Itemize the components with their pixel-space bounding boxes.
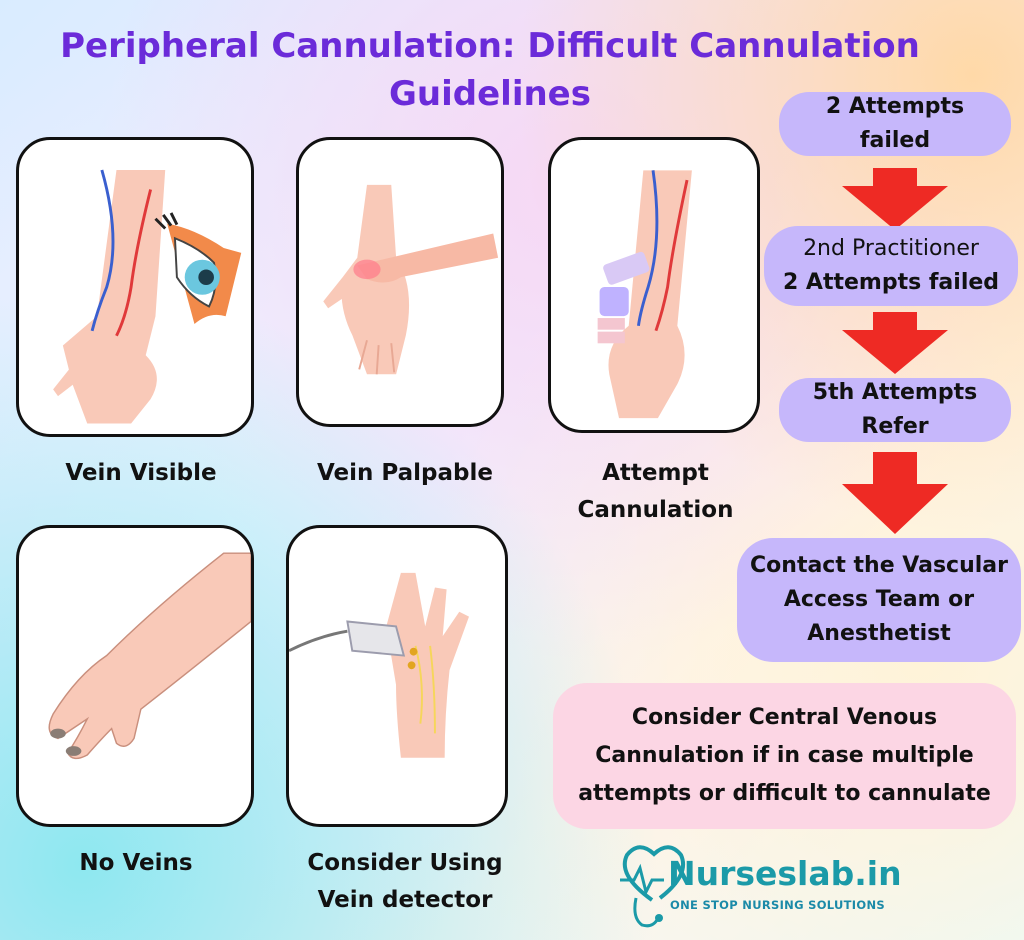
vein-visible-card [16,137,254,437]
flow-step-3: 5th Attempts Refer [779,378,1011,442]
vein-palpable-card [296,137,504,427]
vein-palpable-label: Vein Palpable [317,460,493,486]
attempt-cannulation-label: Attempt Cannulation [577,460,734,523]
hand-without-veins-illustration [48,552,251,760]
logo-name: Nurseslab.in [668,854,902,893]
flow-step-3-text: 5th Attempts Refer [812,380,978,439]
flow-arrow-3 [842,452,948,534]
arm-with-eye-illustration [53,169,242,424]
flow-step-4: Contact the Vascular Access Team or Anes… [737,538,1021,662]
flow-step-2-line1: 2nd Practitioner [803,236,979,261]
cannula-in-arm-illustration [597,170,692,419]
flow-arrow-1 [842,168,948,230]
flow-step-1: 2 Attempts failed [779,92,1011,156]
attempt-cannulation-card [548,137,760,433]
logo-tagline: ONE STOP NURSING SOLUTIONS [670,898,885,912]
central-venous-note-text: Consider Central Venous Cannulation if i… [578,705,991,806]
vein-detector-card [286,525,508,827]
nurseslab-logo-icon [620,845,686,928]
vein-visible-label: Vein Visible [65,460,217,486]
no-veins-label: No Veins [79,850,193,876]
flow-arrow-2 [842,312,948,374]
ultrasound-probe-on-hand-illustration [289,572,469,758]
flow-step-1-text: 2 Attempts failed [825,94,965,153]
central-venous-note: Consider Central Venous Cannulation if i… [553,683,1016,829]
vein-detector-label: Consider Using Vein detector [307,850,503,913]
flow-step-2: 2nd Practitioner 2 Attempts failed [764,226,1018,306]
palpating-wrist-illustration [323,184,499,375]
no-veins-card [16,525,254,827]
page-title: Peripheral Cannulation: Difficult Cannul… [60,26,920,114]
flow-step-2-line2: 2 Attempts failed [782,270,1000,295]
flow-step-4-text: Contact the Vascular Access Team or Anes… [750,553,1008,646]
